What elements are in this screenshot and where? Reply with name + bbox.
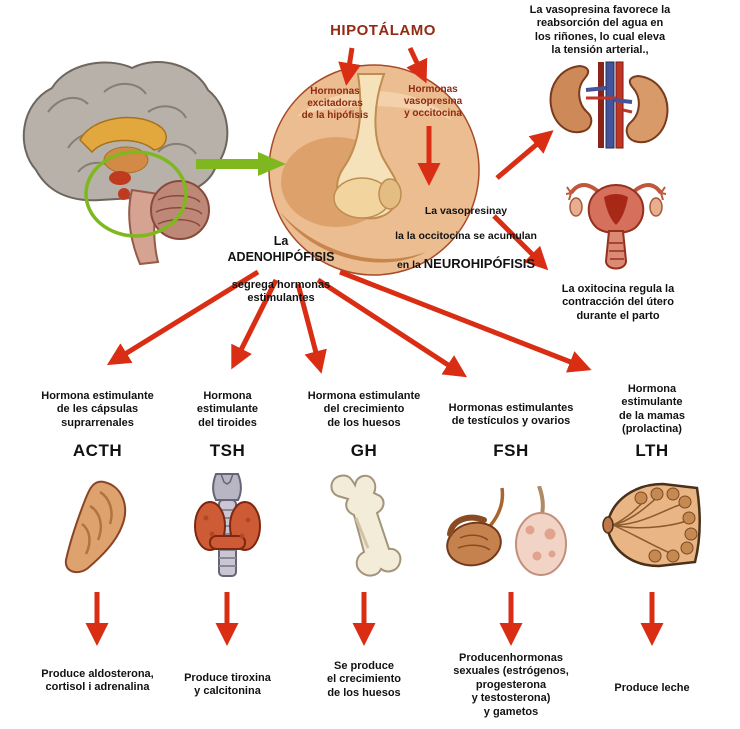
header-fsh: Hormonas estimulantes de testículos y ov…: [448, 402, 574, 428]
neurohypophysis-name: NEUROHIPÓFISIS: [423, 255, 536, 271]
vasopressin-oxytocin-label: Hormonas vasopresina y occitocina: [403, 84, 463, 120]
vasopressin-effect-note: La vasopresina favorece la reabsorción d…: [529, 4, 671, 57]
acronym-gh: GH: [350, 441, 378, 460]
result-gh: Se produce el crecimiento de los huesos: [327, 660, 401, 699]
left-kidney: [549, 64, 593, 134]
corpus-callosum: [79, 116, 167, 154]
posterior-lobe: [378, 178, 402, 210]
diagram-title: HIPOTÁLAMO: [330, 22, 436, 39]
nipple: [602, 516, 614, 534]
adrenal-gland-illustration: [64, 480, 127, 574]
header-gh: Hormona estimulante del crecimiento de l…: [307, 390, 421, 429]
oxytocin-effect-note: La oxitocina regula la contracción del ú…: [561, 283, 675, 322]
ovary: [515, 512, 567, 576]
result-tsh: Produce tiroxina y calcitonina: [184, 672, 271, 698]
neurohypophysis-note: La vasopresinay la la occitocina se acum…: [378, 192, 554, 272]
right-kidney: [625, 74, 669, 144]
acronym-lth: LTH: [635, 441, 669, 460]
epididymis: [447, 514, 487, 537]
uterus-cavity: [604, 194, 628, 225]
brain-illustration: [22, 61, 229, 266]
cervix-canal: [604, 230, 628, 270]
vena-cava: [605, 61, 615, 149]
thyroid-isthmus: [209, 535, 246, 550]
acronym-tsh: TSH: [209, 441, 246, 460]
acronym-fsh: FSH: [493, 441, 529, 460]
uterus-illustration: [566, 183, 666, 270]
thyroid-illustration: [194, 473, 261, 577]
header-acth: Hormona estimulante de les cápsulas supr…: [41, 390, 154, 429]
result-acth: Produce aldosterona, cortisol i adrenali…: [41, 668, 154, 694]
neuro-line1: La vasopresinay: [424, 204, 508, 217]
adenohypophysis-name: La ADENOHIPÓFISIS: [227, 234, 335, 264]
header-tsh: Hormona estimulante del tiroides: [196, 390, 259, 429]
neuro-prefix: en la: [396, 258, 424, 271]
result-fsh: Producenhormonas sexuales (estrógenos, p…: [453, 652, 569, 718]
vas-deferens: [488, 487, 505, 528]
cerebellum: [150, 180, 210, 240]
aorta: [615, 61, 624, 149]
bone-illustration: [330, 474, 402, 577]
header-lth: Hormona estimulante de la mamas (prolact…: [618, 383, 686, 436]
testis: [446, 521, 502, 567]
breast-illustration: [602, 482, 702, 568]
hypothalamus-spot: [109, 171, 131, 185]
larynx: [212, 473, 242, 501]
acronym-acth: ACTH: [72, 441, 123, 460]
testis-ovary-illustration: [446, 486, 567, 576]
breast-outline: [605, 482, 702, 568]
kidneys-illustration: [549, 61, 669, 149]
ovary-ligament: [537, 486, 545, 515]
neuro-line2: la la occitocina se acumulan: [395, 230, 537, 243]
green-arrow-icon: [196, 152, 286, 176]
left-ovary: [569, 197, 583, 217]
green-highlight-circle: [84, 150, 188, 238]
result-lth: Produce leche: [614, 682, 690, 694]
adenohypophysis-note: La ADENOHIPÓFISIS segrega hormonas estim…: [222, 221, 340, 305]
adenohypophysis-rest: segrega hormonas estimulantes: [231, 278, 331, 305]
excitatory-hormones-label: Hormonas excitadoras de la hipófisis: [301, 86, 369, 122]
pituitary-illustration: [268, 64, 480, 276]
pituitary-spot: [118, 188, 130, 200]
right-ovary: [649, 197, 663, 217]
